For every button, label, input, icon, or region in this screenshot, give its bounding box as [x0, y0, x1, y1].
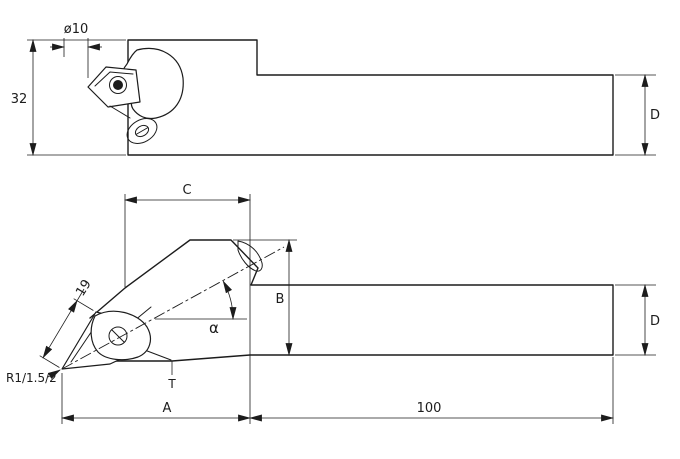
dim-b: B [233, 238, 297, 357]
top-view: 32 ø10 D [11, 22, 660, 157]
dim-a: A [60, 373, 252, 424]
bottom-corner-insert-tip [237, 240, 263, 272]
bottom-view: α 19 R1/1.5/2 T C [6, 183, 660, 424]
top-pocket-line [109, 105, 131, 119]
datum-t: T [167, 361, 176, 391]
dim-19: 19 [39, 277, 95, 368]
dim-d-top-label: D [650, 108, 660, 123]
cutting-edge-centerline [61, 246, 285, 370]
dim-19-line [42, 299, 78, 359]
dim-c-label: C [182, 183, 191, 198]
top-body-outline [127, 39, 614, 156]
dim-radius: R1/1.5/2 [6, 369, 61, 385]
dim-b-label: B [276, 292, 285, 307]
top-insert-hole [109, 76, 127, 94]
dim-a-label: A [163, 401, 172, 416]
datum-t-label: T [167, 377, 176, 391]
dim-diameter: ø10 [50, 22, 102, 78]
dim-19-ext-lower [39, 355, 60, 368]
top-screw-slot [135, 127, 149, 135]
dim-radius-label: R1/1.5/2 [6, 371, 57, 385]
dim-100: 100 [248, 357, 615, 424]
dim-19-label: 19 [73, 277, 94, 299]
dim-c: C [123, 183, 252, 287]
bottom-clamp [90, 310, 151, 361]
dim-d-top: D [615, 73, 660, 157]
dim-100-label: 100 [417, 401, 442, 416]
dim-32-label: 32 [11, 92, 28, 107]
dim-d-bottom: D [615, 283, 660, 357]
angle-arc [222, 280, 237, 321]
bottom-body-outline [89, 239, 614, 362]
dim-radius-leader [47, 369, 61, 379]
dim-diameter-label: ø10 [64, 22, 89, 37]
top-clamp-nose [113, 80, 123, 90]
dim-d-bottom-label: D [650, 314, 660, 329]
dim-angle-label: α [209, 319, 219, 337]
dim-19-ext-upper [73, 298, 94, 311]
bottom-clamp-screw-slot [111, 329, 125, 343]
bottom-clamp-screw [108, 326, 128, 346]
top-insert-inner-line [94, 71, 134, 87]
top-screw-outer [126, 118, 158, 144]
dim-19-line-extension [76, 288, 85, 301]
top-screw [126, 118, 158, 144]
dim-angle: α [155, 280, 247, 337]
dim-32: 32 [11, 38, 126, 157]
